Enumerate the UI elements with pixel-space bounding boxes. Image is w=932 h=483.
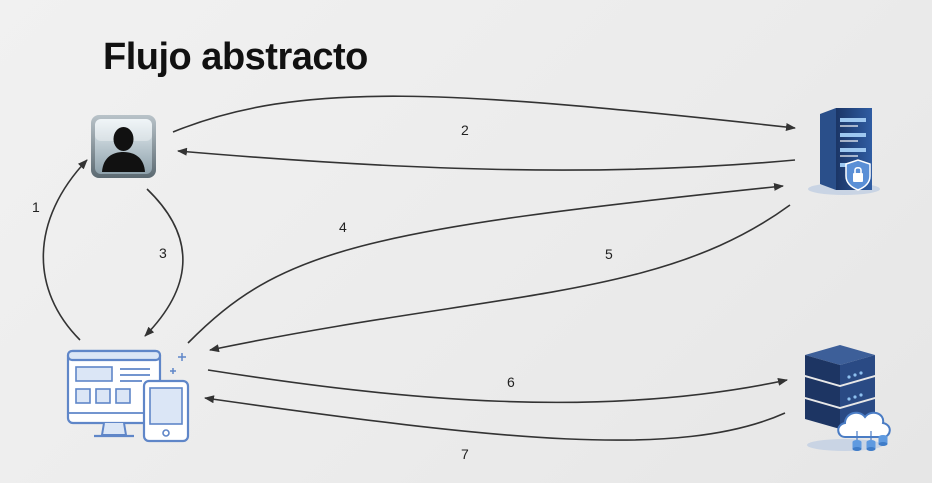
arrow-step-2-request [172,95,796,133]
step-label-3: 3 [159,245,167,261]
cloud-database-server-icon [805,345,891,451]
secure-server-icon [808,108,880,195]
arrow-step-3 [144,188,184,337]
step-labels: 1 2 3 4 5 6 7 [32,122,613,462]
web-and-mobile-app-icon [66,349,190,443]
arrow-step-4 [187,182,784,344]
arrow-step-5 [209,204,791,353]
arrow-step-7 [204,395,786,441]
step-label-5: 5 [605,246,613,262]
step-label-4: 4 [339,219,347,235]
step-label-6: 6 [507,374,515,390]
arrow-step-1 [42,159,88,341]
arrows [42,95,796,441]
arrow-step-6 [207,369,788,404]
step-label-7: 7 [461,446,469,462]
step-label-2: 2 [461,122,469,138]
arrow-step-2-response [177,147,796,171]
user-avatar-icon [91,115,156,178]
step-label-1: 1 [32,199,40,215]
page-title: Flujo abstracto [103,36,368,78]
